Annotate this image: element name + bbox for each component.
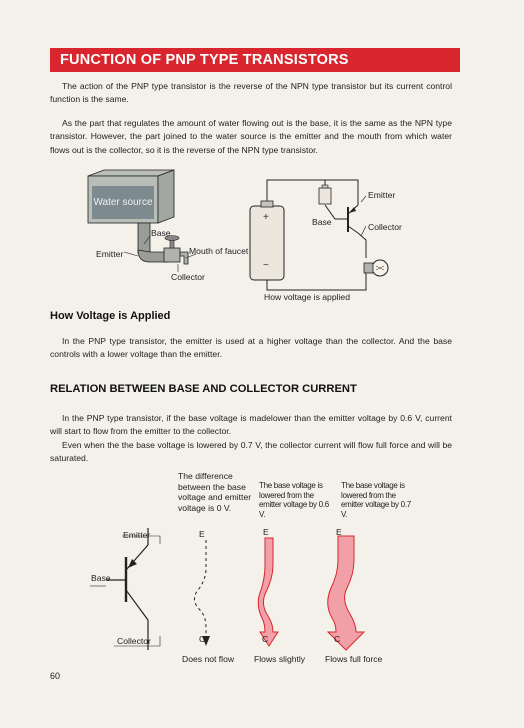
mouth-of-faucet-label: Mouth of faucet [189,246,249,256]
column2-c-letter: C [262,634,269,644]
circuit-base-label: Base [312,217,332,227]
circuit-emitter-label: Emitter [368,190,396,200]
circuit-collector-label: Collector [368,222,402,232]
circuit-caption: How voltage is applied [264,292,350,302]
battery-plus-sign: + [263,212,269,223]
relation-paragraph-2: Even when the the base voltage is lowere… [50,440,452,464]
page-number: 60 [50,671,61,681]
column2-e-letter: E [263,527,269,537]
flow-emitter-label: Emitter [123,530,151,540]
intro-paragraph-2: As the part that regulates the amount of… [50,118,452,155]
column3-heading: The base voltage is lowered from the emi… [341,481,411,519]
column1-caption: Does not flow [182,654,235,664]
voltage-paragraph: In the PNP type transistor, the emitter … [50,336,452,360]
relation-paragraph-1: In the PNP type transistor, if the base … [50,413,452,437]
section-title-banner: FUNCTION OF PNP TYPE TRANSISTORS [50,48,460,72]
flow-base-label: Base [91,573,111,583]
emitter-label: Emitter [96,249,124,259]
water-source-label: Water source [93,197,153,208]
column1-e-letter: E [199,529,205,539]
column2-heading: The base voltage is lowered from the emi… [259,481,329,519]
flow-collector-label: Collector [117,636,151,646]
base-label: Base [151,228,171,238]
column2-caption: Flows slightly [254,654,306,664]
voltage-heading: How Voltage is Applied [50,310,171,322]
collector-label: Collector [171,272,205,282]
column1-heading: The difference between the base voltage … [178,471,252,513]
column1-c-letter: C [199,634,206,644]
column3-caption: Flows full force [325,654,383,664]
column3-e-letter: E [336,527,342,537]
relation-heading: RELATION BETWEEN BASE AND COLLECTOR CURR… [50,383,357,395]
battery-minus-sign: − [263,260,269,271]
intro-paragraph-1: The action of the PNP type transistor is… [50,81,452,105]
column3-c-letter: C [334,634,341,644]
